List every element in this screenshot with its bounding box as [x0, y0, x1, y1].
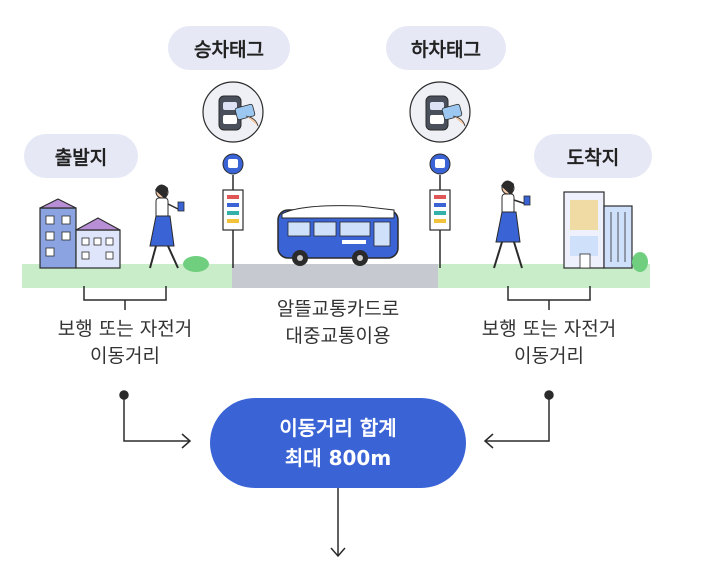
bracket-right [507, 286, 591, 310]
alighting-tag-reader-icon [409, 81, 471, 143]
pedestrian-left-icon [149, 184, 185, 269]
bus-stop-left-icon [222, 153, 244, 268]
bracket-left [83, 286, 167, 310]
destination-buildings-icon [563, 191, 633, 269]
right-caption-line2: 이동거리 [514, 345, 584, 367]
destination-label: 도착지 [534, 134, 652, 178]
left-caption-line2: 이동거리 [90, 345, 160, 367]
middle-caption-line1: 알뜰교통카드로 [276, 298, 400, 320]
left-caption: 보행 또는 자전거 이동거리 [22, 316, 228, 370]
bush-right-icon [632, 252, 648, 272]
total-distance-title: 이동거리 합계 [279, 416, 397, 440]
left-connector-arrow [119, 390, 192, 449]
total-distance-value: 최대 800m [284, 446, 392, 470]
alighting-tag-label: 하차태그 [386, 26, 506, 70]
right-caption: 보행 또는 자전거 이동거리 [446, 316, 652, 370]
bush-left-icon [183, 256, 209, 272]
boarding-tag-reader-icon [202, 81, 264, 143]
boarding-tag-label: 승차태그 [168, 26, 290, 70]
bus-icon [277, 205, 399, 266]
right-caption-line1: 보행 또는 자전거 [481, 318, 617, 340]
origin-label: 출발지 [24, 134, 138, 178]
down-arrow [330, 488, 346, 558]
left-caption-line1: 보행 또는 자전거 [57, 318, 193, 340]
middle-caption-line2: 대중교통이용 [285, 325, 391, 347]
origin-buildings-icon [39, 198, 121, 269]
pedestrian-right-icon [493, 180, 531, 269]
bus-stop-right-icon [429, 153, 451, 268]
right-connector-arrow [483, 390, 554, 449]
total-distance-badge: 이동거리 합계 최대 800m [210, 398, 466, 488]
road [232, 264, 438, 288]
middle-caption: 알뜰교통카드로 대중교통이용 [236, 296, 440, 350]
